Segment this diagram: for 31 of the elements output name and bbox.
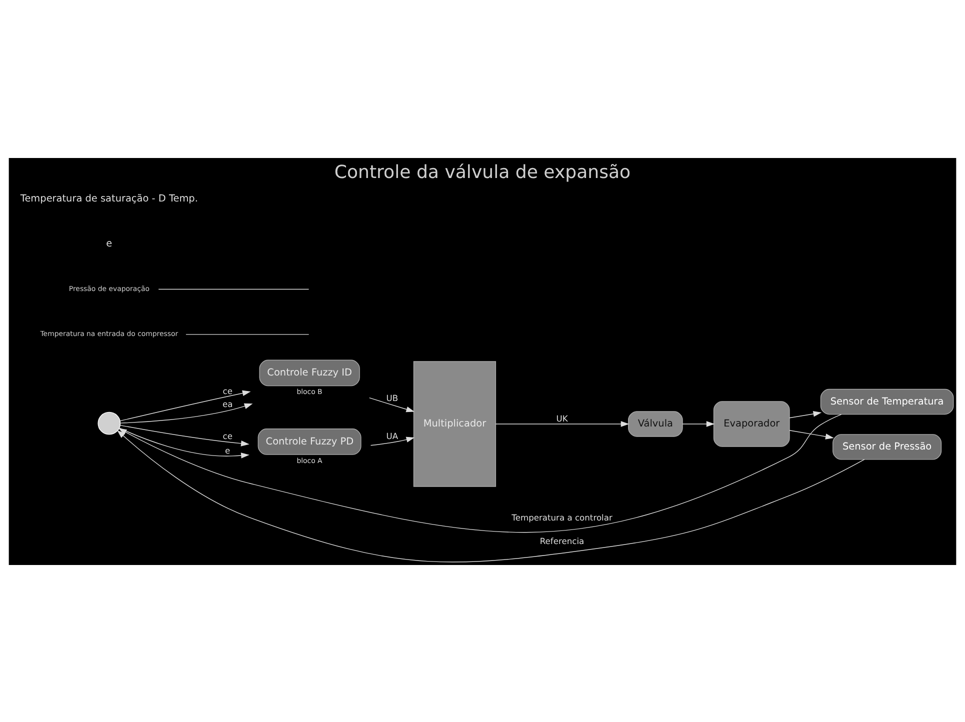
arrow (789, 410, 822, 418)
arrow (117, 430, 865, 562)
edge-label: ea (222, 398, 233, 409)
edge-label: Temperatura a controlar (512, 512, 612, 522)
edge-label: ce (222, 430, 232, 441)
arrow (118, 414, 842, 532)
connector (158, 288, 310, 290)
node-circle (98, 411, 121, 434)
edge-label: ce (222, 385, 232, 396)
node-box: Sensor de Temperatura (820, 388, 954, 414)
label: Temperatura de saturação - D Temp. (20, 193, 198, 204)
edge-label: UK (556, 413, 568, 424)
arrow (495, 420, 630, 426)
node-box: Multiplicador (413, 360, 496, 486)
node-box: Sensor de Pressão (832, 434, 942, 460)
edge-label: Referencia (540, 535, 584, 546)
arrow (120, 402, 253, 423)
arrow (789, 430, 834, 439)
arrow (369, 396, 415, 412)
arrow (682, 420, 715, 426)
node-box: Válvula (628, 410, 683, 436)
arrow (120, 390, 251, 421)
arrow (370, 436, 415, 446)
diagram-title: Controle da válvula de expansão (334, 162, 631, 183)
edge-label: e (225, 445, 230, 456)
node-box: Evaporador (713, 400, 790, 446)
arrow (119, 427, 250, 458)
label: e (106, 238, 112, 250)
edge-label: UA (386, 430, 398, 441)
arrow (120, 424, 250, 446)
edge-label: UB (386, 392, 398, 402)
